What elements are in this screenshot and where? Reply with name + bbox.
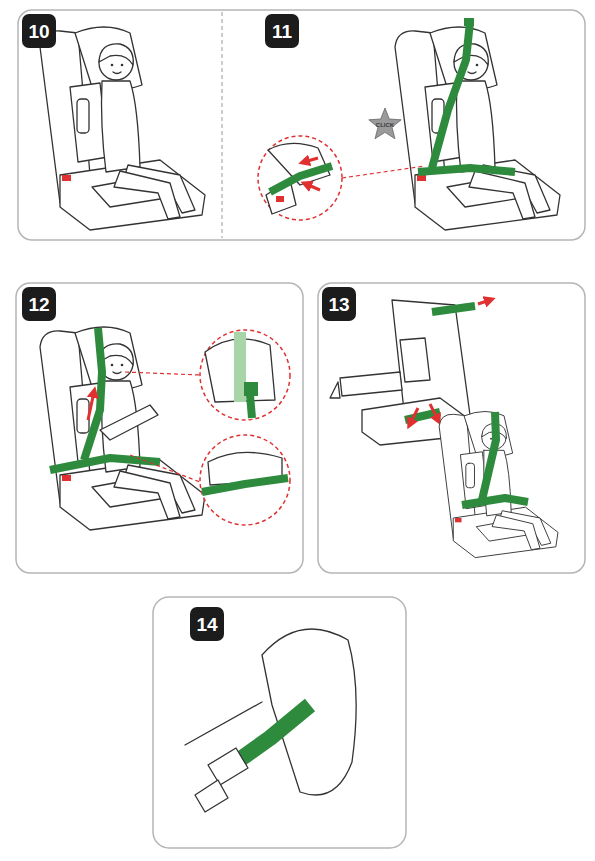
detail-circle (200, 435, 290, 525)
detail-circle (200, 330, 290, 420)
car-seat (40, 27, 205, 230)
step-number-text: 13 (328, 295, 349, 314)
remove-arrow (478, 300, 490, 304)
car-seat (395, 27, 560, 230)
step-number-text: 11 (272, 22, 292, 41)
car-seat (40, 327, 205, 530)
panel-divider (222, 12, 223, 238)
leader-line (342, 166, 425, 178)
step-panel (153, 597, 406, 848)
click-text: CLICK (376, 122, 394, 128)
belt-guide (244, 382, 258, 396)
latch-tongue (195, 780, 228, 812)
leader-line (130, 455, 200, 482)
step-number: 13 (322, 287, 356, 321)
shoulder-belt (432, 306, 475, 312)
star-outline (369, 108, 401, 139)
child-figure (99, 344, 195, 519)
lap-belt-detail (270, 166, 332, 192)
shoulder-belt (432, 22, 470, 168)
car-seat (439, 411, 558, 557)
shoulder-belt-detail (250, 395, 252, 418)
leader-line (125, 372, 200, 375)
shoulder-belt (84, 328, 102, 460)
step-number: 11 (265, 14, 299, 48)
shoulder-belt (482, 412, 496, 500)
child-leg (340, 372, 402, 396)
release-arrow (430, 404, 438, 420)
step-number-text: 12 (28, 295, 49, 314)
child-foot (330, 382, 340, 398)
insert-arrow (304, 158, 318, 162)
lap-belt-detail (202, 478, 288, 492)
step-panel (16, 283, 303, 573)
step-number: 10 (22, 14, 56, 48)
child-figure (454, 44, 550, 219)
release-arrow (410, 408, 418, 424)
step-number-text: 10 (28, 22, 49, 41)
belt-latch (208, 748, 248, 785)
seat-wing (400, 338, 430, 382)
click-star: CLICK (368, 108, 402, 142)
step-number-text: 14 (196, 615, 217, 634)
lap-belt (462, 498, 528, 505)
step-panel (318, 283, 585, 573)
belt-guide (464, 18, 474, 26)
belt-guide-mark (276, 196, 284, 202)
step-number: 14 (190, 607, 224, 641)
lap-belt (418, 168, 515, 172)
detail-circle (258, 136, 342, 220)
tighten-arrow (88, 392, 94, 420)
insert-arrow (306, 184, 320, 190)
step-number: 12 (22, 287, 56, 321)
step-panel (18, 10, 585, 240)
child-figure (99, 44, 195, 219)
parent-hand (100, 405, 158, 440)
seat-edge (185, 702, 262, 745)
